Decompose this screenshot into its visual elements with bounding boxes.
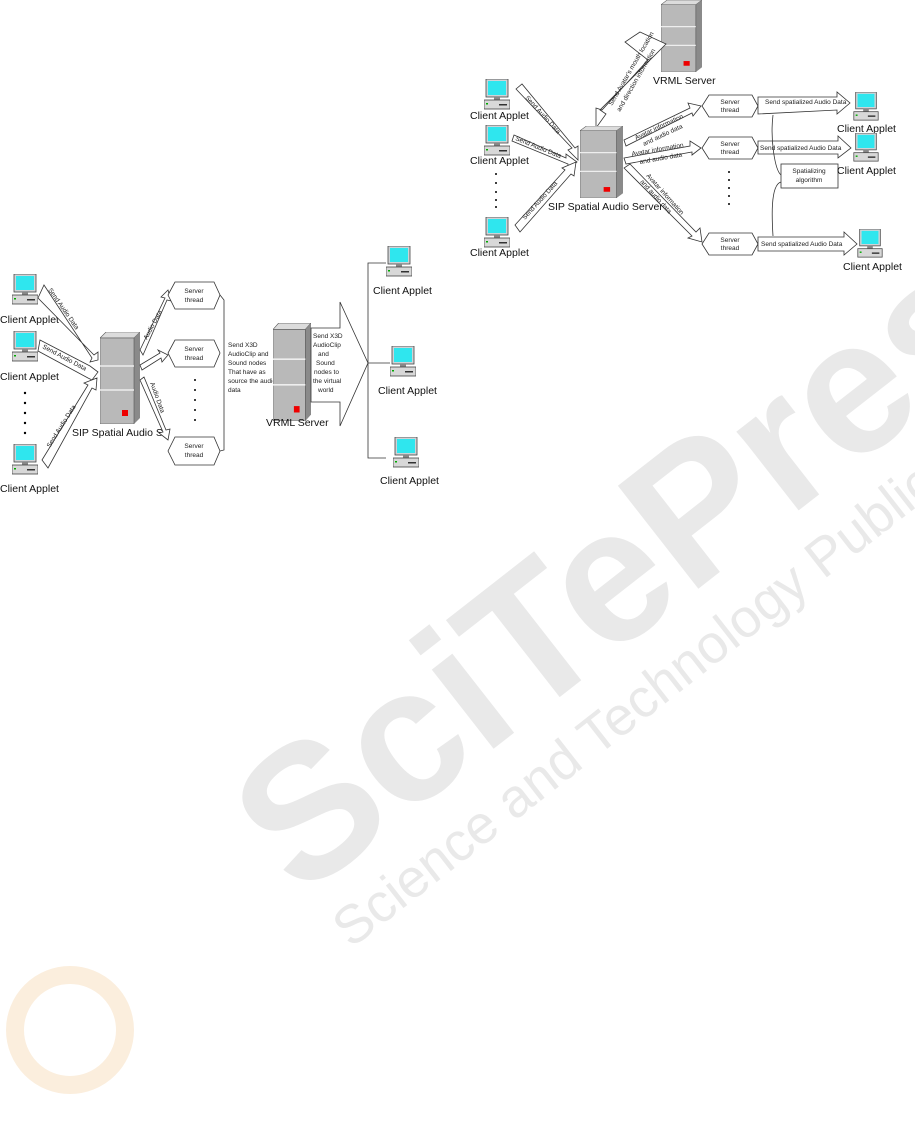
client-label: Client Applet <box>837 165 896 177</box>
sip-server-icon <box>580 126 623 198</box>
diagram-label: Sound nodes <box>228 360 267 367</box>
diagram-label: Server <box>184 443 204 450</box>
client-computer-icon <box>12 444 38 475</box>
diagram-label: Server <box>184 346 204 353</box>
diagram-label: Server <box>720 237 740 244</box>
server-thread: Server thread <box>701 136 759 160</box>
diagram-label: Send X3D <box>228 342 258 349</box>
client-label: Client Applet <box>470 155 529 167</box>
vrml-server-icon <box>273 323 311 421</box>
diagram-label: AudioClip <box>313 342 341 349</box>
client-computer-icon <box>484 125 510 156</box>
ellipsis-dots <box>23 391 27 435</box>
vrml-server-icon <box>661 0 702 72</box>
diagram-label: Send spatialized Audio Data <box>765 99 847 106</box>
diagram-label: Send Audio Data <box>41 344 88 373</box>
spatializing-algorithm-box <box>780 163 839 189</box>
diagram-label: the virtual <box>313 378 342 385</box>
diagram-label: thread <box>721 149 740 156</box>
watermark-ring <box>6 966 134 1094</box>
diagram-label: world <box>317 387 334 394</box>
diagram-label: AudioClip and <box>228 351 269 358</box>
vrml-server-label: VRML Server <box>266 417 329 429</box>
client-label: Client Applet <box>373 285 432 297</box>
client-computer-icon <box>853 92 879 121</box>
client-label: Client Applet <box>0 371 59 383</box>
client-computer-icon <box>12 331 38 362</box>
send-audio-arrows <box>37 284 99 469</box>
sip-server-label: SIP Spatial Audio Se <box>72 427 169 439</box>
sip-server-label: SIP Spatial Audio Server <box>548 201 663 213</box>
vrml-send-text: Send X3D AudioClip and Sound nodes to th… <box>313 333 343 394</box>
diagram-label: data <box>228 387 241 394</box>
server-thread: Server thread <box>701 232 759 256</box>
diagram-label: Server <box>720 99 740 106</box>
diagram-label: Server <box>184 288 204 295</box>
diagram-label: thread <box>185 355 204 362</box>
diagram-label: nodes to <box>314 369 339 376</box>
client-label: Client Applet <box>0 483 59 495</box>
watermark: SciTePress Science and Technology Public… <box>195 143 915 958</box>
client-label: Client Applet <box>470 110 529 122</box>
diagram-label: and <box>318 351 329 358</box>
diagram-label: Send spatialized Audio Data <box>761 241 843 248</box>
diagram-label: thread <box>721 107 740 114</box>
client-computer-icon <box>853 133 879 162</box>
diagram-label: thread <box>185 452 204 459</box>
diagram-label: Audio Data <box>143 309 164 341</box>
server-thread: Server thread <box>701 94 759 118</box>
client-label: Client Applet <box>380 475 439 487</box>
figure-right-diagram: VRML Server Send Avatar's mouth location… <box>470 0 902 273</box>
diagram-label: Send Audio Data <box>524 95 562 136</box>
server-thread: Server thread <box>167 339 221 368</box>
client-computer-icon <box>484 79 510 110</box>
diagram-label: Server <box>720 141 740 148</box>
diagram-label: Send X3D <box>313 333 343 340</box>
send-x3d-text: Send X3D AudioClip and Sound nodes That … <box>228 342 276 394</box>
vrml-server-label: VRML Server <box>653 75 716 87</box>
client-label: Client Applet <box>843 261 902 273</box>
diagram-label: thread <box>185 297 204 304</box>
client-label: Client Applet <box>470 247 529 259</box>
client-computer-icon <box>857 229 883 258</box>
figure-left-diagram: Client Applet Client Applet Client Apple… <box>0 246 439 495</box>
server-thread: Server thread <box>167 436 221 466</box>
diagram-label: source the audio <box>228 378 276 385</box>
sip-server-icon <box>100 332 140 424</box>
diagram-label: Sound <box>316 360 335 367</box>
client-computer-icon <box>12 274 38 305</box>
client-computer-icon <box>390 346 416 377</box>
vrml-arrow <box>595 31 667 130</box>
client-computer-icon <box>386 246 412 277</box>
client-computer-icon <box>393 437 419 468</box>
diagram-label: Send spatialized Audio Data <box>760 145 842 152</box>
big-arrow <box>310 301 369 427</box>
diagram-label: algorithm <box>796 177 823 184</box>
client-label: Client Applet <box>0 314 59 326</box>
diagram-label: Spatializing <box>792 168 826 175</box>
audio-data-arrows <box>139 289 172 441</box>
diagram-label: That have as <box>228 369 266 376</box>
client-computer-icon <box>484 217 510 248</box>
diagram-label: thread <box>721 245 740 252</box>
server-thread: Server thread <box>167 281 221 310</box>
client-label: Client Applet <box>378 385 437 397</box>
client-label: Client Applet <box>837 123 896 135</box>
